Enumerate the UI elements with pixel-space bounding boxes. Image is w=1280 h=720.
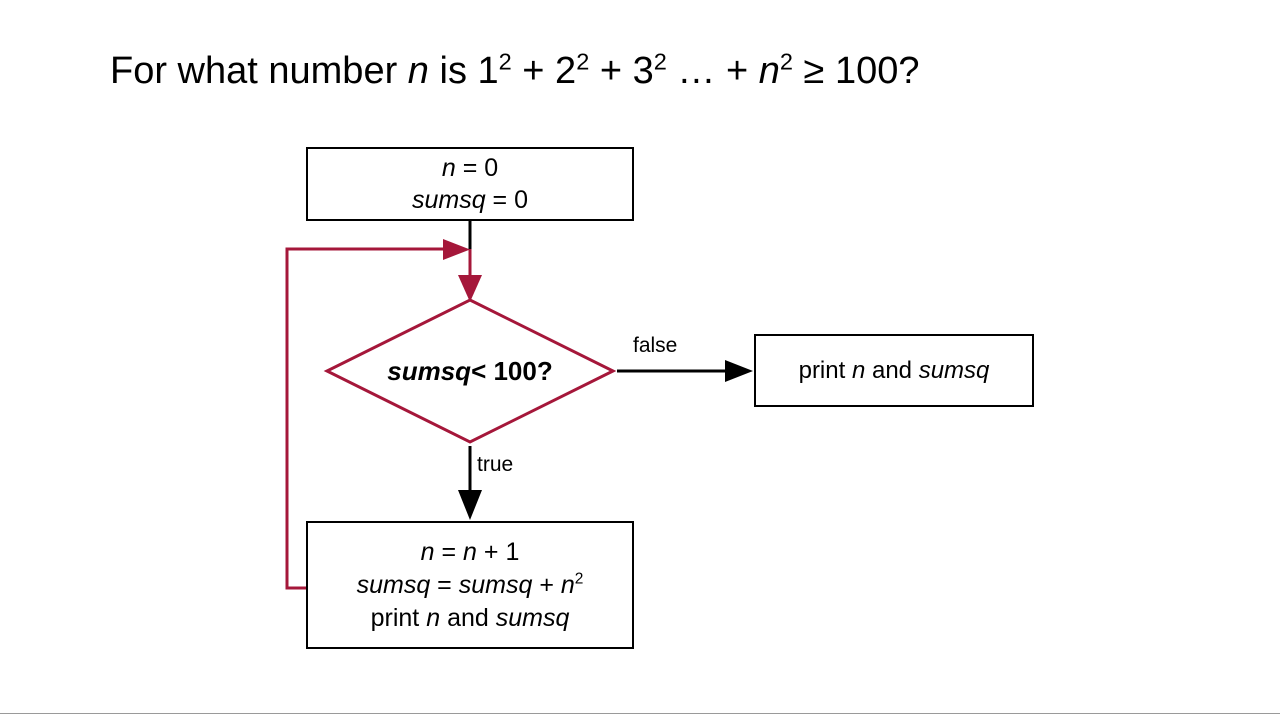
diamond-shape [323,298,617,444]
decision-label: sumsq < 100? [323,296,617,446]
arrowhead-into-update [458,490,482,520]
update-print-keyword: print [370,603,427,632]
page-title: For what number n is 12 + 22 + 32 … + n2… [110,48,1170,96]
title-exp-3: 2 [653,48,667,75]
update-expr-1: + 1 [476,537,520,566]
edge-label-false: false [633,334,678,357]
title-prefix: For what number [110,50,408,92]
update-var-n3: n [560,570,575,599]
title-ellipsis: … + [666,50,759,92]
title-plus-2: + 3 [589,50,654,92]
flow-node-decision: sumsq < 100? [323,296,617,446]
title-exp-2: 2 [576,48,590,75]
print-var-n: n [851,356,866,384]
title-var-n2: n [758,50,780,92]
title-var-n: n [407,50,429,92]
slide-bottom-divider [0,713,1280,714]
flow-node-update: n = n + 1 sumsq = sumsq + n2 print n and… [306,521,634,649]
flow-node-init: n = 0 sumsq = 0 [306,147,634,221]
init-line-1: n = 0 [442,152,498,185]
arrowhead-loopback [443,239,470,260]
update-line-1: n = n + 1 [421,536,520,569]
print-keyword: print [798,356,852,384]
title-mid: is 1 [428,50,499,92]
arrowhead-into-print [725,360,753,382]
flow-node-print: print n and sumsq [754,334,1034,407]
decision-condition: < 100? [471,355,553,386]
init-expr-2: = 0 [485,186,529,214]
update-var-n: n [420,537,435,566]
title-plus-1: + 2 [511,50,577,92]
update-print-conjunction: and [440,603,496,632]
init-var-sumsq: sumsq [411,186,486,214]
init-var-n: n [441,153,456,182]
update-expr-2: + [532,570,561,599]
update-var-sumsq: sumsq [356,570,431,599]
decision-var-sumsq: sumsq [387,355,472,386]
update-var-sumsq2: sumsq [458,570,533,599]
edge-label-true: true [477,453,514,476]
title-exp-4: 2 [779,48,793,75]
update-print-var-sumsq: sumsq [495,603,570,632]
print-var-sumsq: sumsq [918,356,990,384]
title-suffix: ≥ 100? [793,50,920,92]
update-eq-2: = [430,570,459,599]
update-line-3: print n and sumsq [371,602,570,635]
update-var-n2: n [463,537,477,566]
update-line-2: sumsq = sumsq + n2 [357,569,584,602]
print-conjunction: and [865,356,919,384]
init-expr-1: = 0 [455,153,499,182]
update-eq-1: = [434,537,464,566]
title-exp-1: 2 [498,48,512,75]
update-exponent: 2 [574,570,584,588]
init-line-2: sumsq = 0 [412,184,528,217]
print-line: print n and sumsq [799,357,990,385]
update-print-var-n: n [426,603,441,632]
